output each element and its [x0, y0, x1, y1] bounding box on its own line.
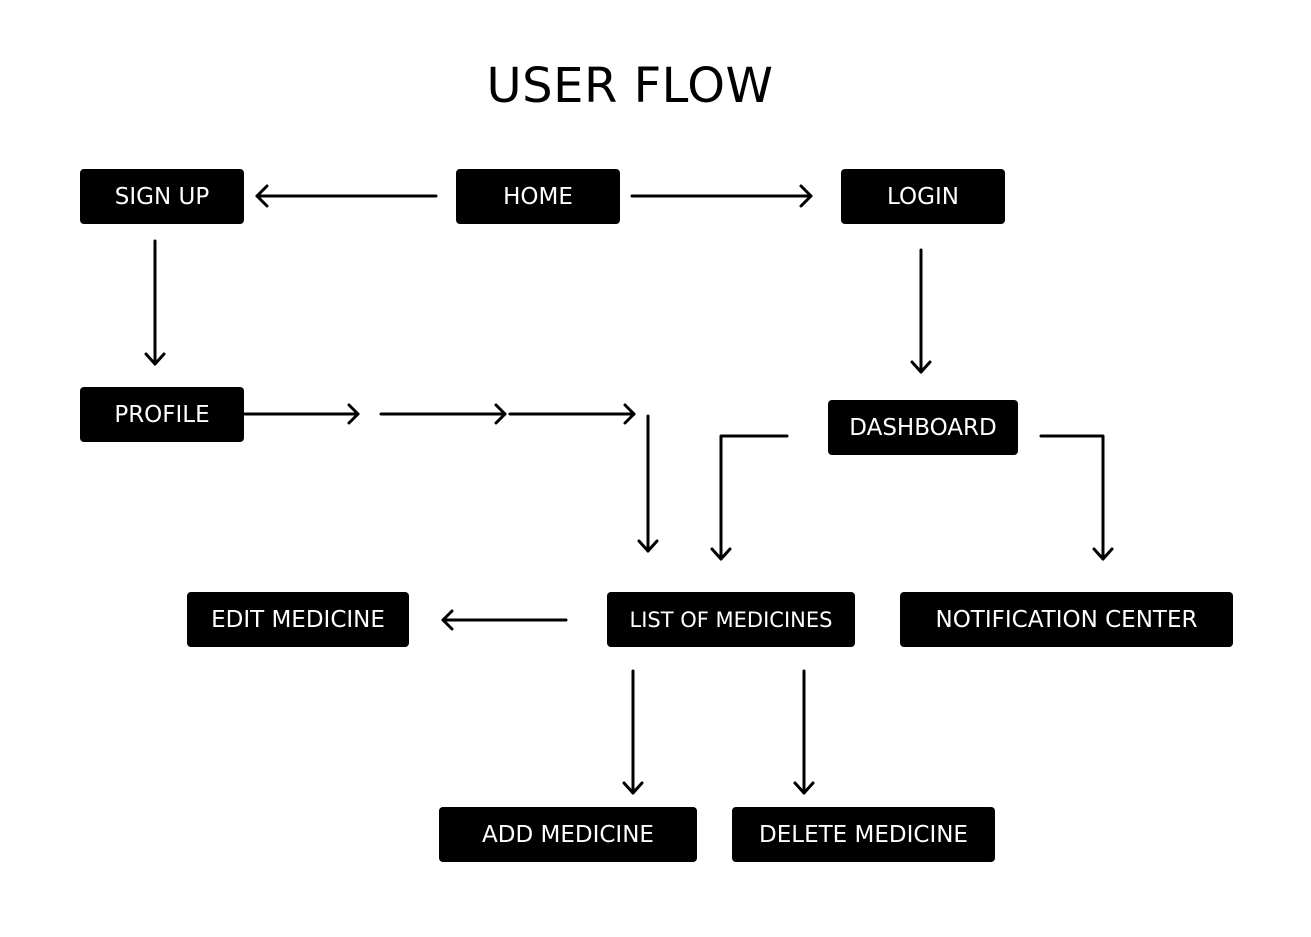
node-list-of-medicines-label: LIST OF MEDICINES	[629, 607, 833, 632]
arrow-login-to-dashboard	[910, 248, 932, 374]
node-list-of-medicines: LIST OF MEDICINES	[607, 592, 855, 647]
node-profile-label: PROFILE	[114, 401, 210, 428]
node-add-medicine-label: ADD MEDICINE	[482, 821, 654, 848]
node-login-label: LOGIN	[887, 183, 959, 210]
node-sign-up: SIGN UP	[80, 169, 244, 224]
arrow-profile-segment-2	[379, 403, 507, 425]
node-add-medicine: ADD MEDICINE	[439, 807, 697, 862]
diagram-title: USER FLOW	[486, 58, 774, 114]
arrow-home-to-signup	[255, 184, 438, 208]
node-home-label: HOME	[503, 183, 573, 210]
node-edit-medicine-label: EDIT MEDICINE	[211, 606, 385, 633]
node-sign-up-label: SIGN UP	[114, 183, 210, 210]
arrow-profile-segment-3	[508, 403, 636, 425]
node-delete-medicine-label: DELETE MEDICINE	[759, 821, 968, 848]
arrow-dashboard-to-notification	[1039, 434, 1114, 561]
arrow-profile-to-list	[637, 414, 659, 553]
arrow-profile-segment-1	[243, 403, 360, 425]
node-login: LOGIN	[841, 169, 1005, 224]
node-notification-center: NOTIFICATION CENTER	[900, 592, 1233, 647]
arrow-list-to-add	[622, 669, 644, 795]
node-notification-center-label: NOTIFICATION CENTER	[935, 606, 1198, 633]
node-dashboard-label: DASHBOARD	[849, 414, 997, 441]
arrow-signup-to-profile	[144, 239, 166, 366]
node-home: HOME	[456, 169, 620, 224]
arrow-list-to-delete	[793, 669, 815, 795]
node-dashboard: DASHBOARD	[828, 400, 1018, 455]
arrow-home-to-login	[630, 184, 813, 208]
arrow-list-to-edit	[441, 609, 568, 631]
node-profile: PROFILE	[80, 387, 244, 442]
node-edit-medicine: EDIT MEDICINE	[187, 592, 409, 647]
arrow-dashboard-to-list	[710, 434, 789, 561]
node-delete-medicine: DELETE MEDICINE	[732, 807, 995, 862]
